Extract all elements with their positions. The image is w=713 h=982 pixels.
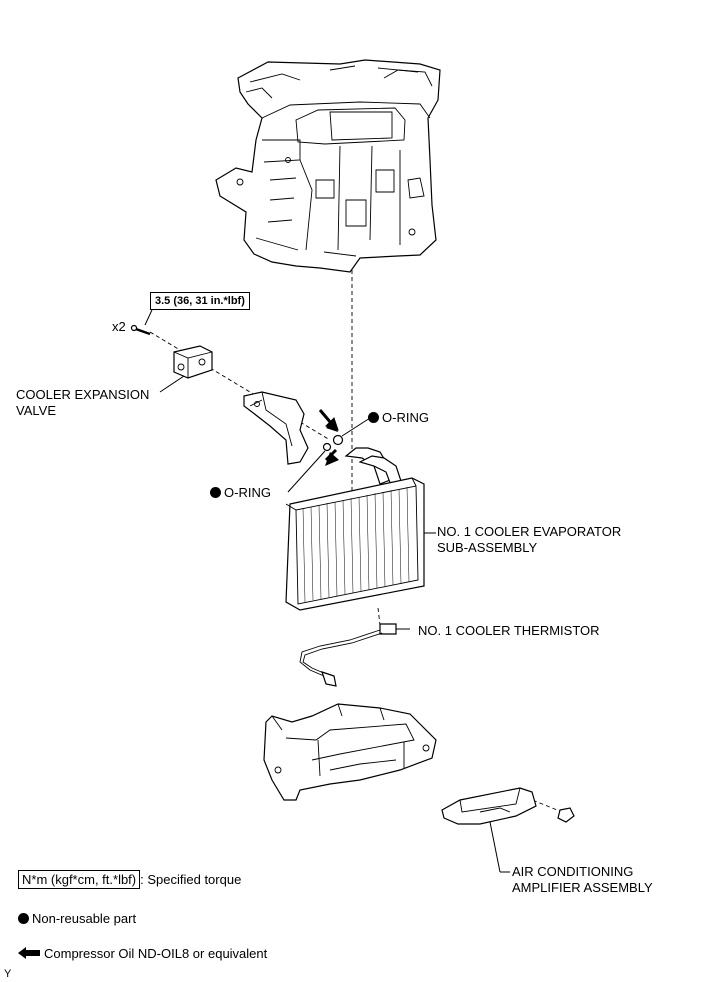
o-ring-lower <box>322 442 332 452</box>
thermistor-alignment-line <box>377 607 381 626</box>
cooler-thermistor-part <box>299 623 410 687</box>
o-ring-label-lower: O-RING <box>210 485 271 501</box>
bolt <box>130 324 151 336</box>
legend-torque-text: : Specified torque <box>140 872 242 887</box>
non-reusable-dot-icon <box>18 913 29 924</box>
non-reusable-dot-icon <box>368 412 379 423</box>
heater-unit-upper-case <box>215 59 441 273</box>
pipe-bracket <box>243 391 309 465</box>
quantity-label: x2 <box>112 319 126 334</box>
amplifier-label: AIR CONDITIONING AMPLIFIER ASSEMBLY <box>512 864 653 895</box>
thermistor-label: NO. 1 COOLER THERMISTOR <box>418 623 600 638</box>
oil-arrow-upper <box>318 409 339 432</box>
o-ring-label-upper: O-RING <box>368 410 429 426</box>
cooler-expansion-valve-label: COOLER EXPANSION VALVE <box>16 387 150 418</box>
cooler-expansion-valve-part <box>159 345 213 393</box>
o-ring-upper <box>332 434 344 446</box>
legend-non-reusable: Non-reusable part <box>18 911 136 927</box>
non-reusable-dot-icon <box>210 487 221 498</box>
legend-oil: Compressor Oil ND-OIL8 or equivalent <box>18 946 267 962</box>
air-conditioning-amplifier-part <box>441 787 537 873</box>
screw <box>557 807 575 823</box>
evaporator-label: NO. 1 COOLER EVAPORATOR SUB-ASSEMBLY <box>437 524 622 555</box>
heater-unit-lower-case <box>263 703 437 801</box>
oil-arrow-lower <box>324 448 339 466</box>
evaporator-core <box>285 477 436 611</box>
bolt-alignment-line <box>149 331 331 441</box>
torque-spec-box: 3.5 (36, 31 in.*lbf) <box>150 292 250 310</box>
legend-torque-units: N*m (kgf*cm, ft.*lbf) <box>18 870 141 889</box>
corner-mark: Y <box>4 968 12 980</box>
oil-arrow-icon <box>18 947 40 959</box>
legend-torque: N*m (kgf*cm, ft.*lbf): Specified torque <box>18 870 242 889</box>
